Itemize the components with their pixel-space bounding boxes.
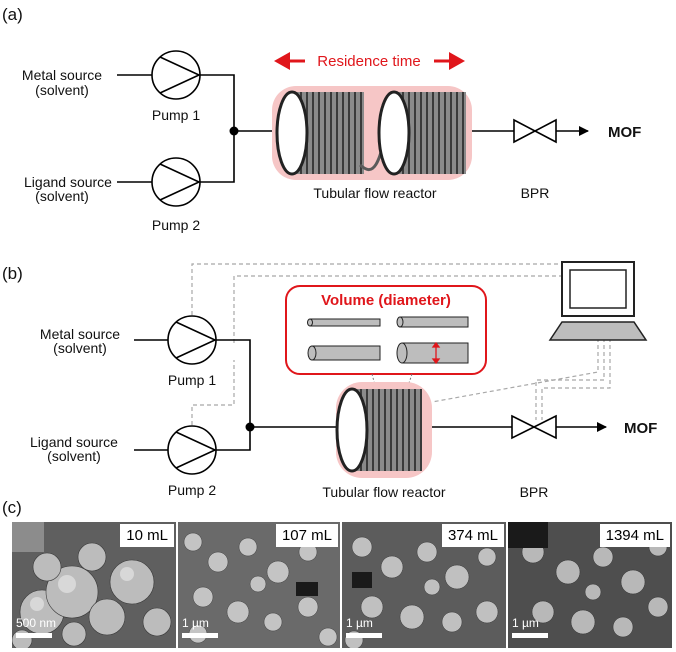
mof-output-a: MOF bbox=[608, 124, 641, 141]
diameter-arrow-icon bbox=[431, 341, 441, 365]
sem-scale-bar-374ml bbox=[346, 633, 382, 638]
sem-image-374ml: 374 mL 1 µm bbox=[342, 522, 506, 648]
metal-source-label-b: Metal source bbox=[40, 326, 120, 342]
ligand-source-label: Ligand source bbox=[24, 174, 112, 190]
sem-scale-bar-107ml bbox=[182, 633, 218, 638]
sem-volume-label-374ml: 374 mL bbox=[441, 524, 504, 547]
panel-a-label: (a) bbox=[2, 5, 23, 24]
residence-time-label: Residence time bbox=[317, 53, 420, 70]
sem-scale-label-10ml: 500 nm bbox=[16, 616, 57, 630]
panel-c-label: (c) bbox=[2, 498, 22, 517]
pump-1-icon bbox=[151, 50, 201, 100]
metal-source-solvent: (solvent) bbox=[35, 82, 89, 98]
bpr-label-b: BPR bbox=[520, 484, 549, 500]
metal-source-label: Metal source bbox=[22, 67, 102, 83]
panel-b-piping bbox=[134, 339, 607, 451]
ligand-source-solvent-b: (solvent) bbox=[47, 448, 101, 464]
computer-icon bbox=[548, 261, 648, 341]
mof-output-b: MOF bbox=[624, 420, 657, 437]
pump-1-label-b: Pump 1 bbox=[168, 372, 216, 388]
pump-2-b-icon bbox=[167, 425, 217, 475]
sem-scale-bar-10ml bbox=[16, 633, 52, 638]
mixing-junction-b bbox=[245, 422, 255, 432]
bpr-label-a: BPR bbox=[521, 185, 550, 201]
ligand-source-solvent: (solvent) bbox=[35, 188, 89, 204]
sem-volume-label-10ml: 10 mL bbox=[120, 524, 174, 547]
sem-image-10ml: 10 mL 500 nm bbox=[12, 522, 176, 648]
pump-1-label: Pump 1 bbox=[152, 107, 200, 123]
tubular-flow-reactor-b bbox=[335, 382, 432, 478]
pump-2-icon bbox=[151, 157, 201, 207]
reactor-label-a: Tubular flow reactor bbox=[313, 185, 437, 201]
volume-diameter-inset bbox=[285, 285, 487, 405]
sem-volume-label-107ml: 107 mL bbox=[275, 524, 338, 547]
sem-image-107ml: 107 mL 1 µm bbox=[178, 522, 340, 648]
sem-scale-bar-1394ml bbox=[512, 633, 548, 638]
control-signal-lines bbox=[191, 263, 611, 425]
mixing-junction bbox=[229, 126, 239, 136]
bpr-valve-b-icon bbox=[511, 414, 557, 440]
pump-2-label: Pump 2 bbox=[152, 217, 200, 233]
metal-source-solvent-b: (solvent) bbox=[53, 340, 107, 356]
ligand-source-label-b: Ligand source bbox=[30, 434, 118, 450]
pump-1-b-icon bbox=[167, 315, 217, 365]
bpr-valve-a-icon bbox=[513, 118, 557, 144]
residence-time-arrow bbox=[274, 52, 465, 70]
sem-volume-label-1394ml: 1394 mL bbox=[599, 524, 670, 547]
sem-scale-label-1394ml: 1 µm bbox=[512, 616, 539, 630]
pump-2-label-b: Pump 2 bbox=[168, 482, 216, 498]
reactor-label-b: Tubular flow reactor bbox=[322, 484, 446, 500]
flow-diagram: (a) Metal source (solvent) Ligand source… bbox=[2, 5, 657, 517]
volume-diameter-title: Volume (diameter) bbox=[321, 292, 451, 309]
panel-b-label: (b) bbox=[2, 264, 23, 283]
sem-image-1394ml: 1394 mL 1 µm bbox=[508, 522, 672, 648]
sem-scale-label-107ml: 1 µm bbox=[182, 616, 209, 630]
sem-scale-label-374ml: 1 µm bbox=[346, 616, 373, 630]
tubular-flow-reactor-a bbox=[272, 86, 472, 180]
